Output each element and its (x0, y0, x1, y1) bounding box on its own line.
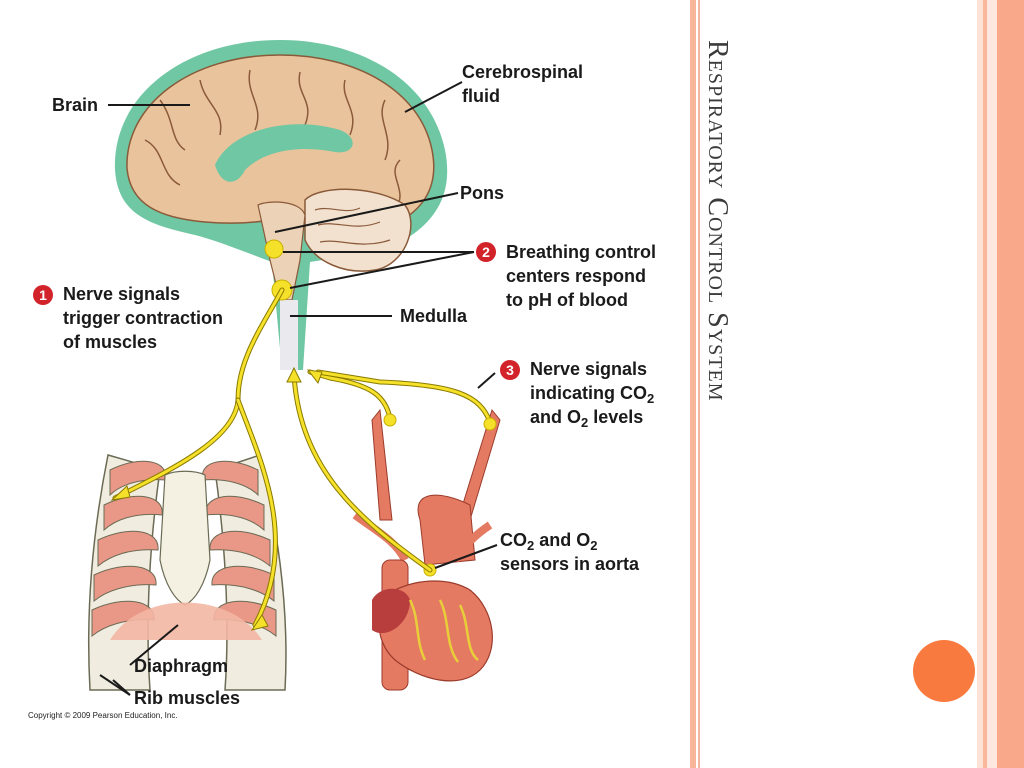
diaphragm-label: Diaphragm (134, 656, 229, 676)
nerve-pathways (110, 287, 497, 631)
step-1-badge: 1 (33, 285, 53, 305)
step-3-badge: 3 (500, 360, 520, 380)
pons-center (264, 239, 284, 259)
chemoreceptor-left (383, 413, 397, 427)
ventricle (215, 124, 353, 182)
leader-lines (99, 81, 498, 696)
rib-muscles-label: Rib muscles (134, 688, 241, 708)
arrowhead-ribs-upper (110, 485, 131, 501)
cerebellum (304, 188, 412, 272)
diaphragm-shape (110, 602, 262, 640)
decorative-circle (913, 640, 975, 702)
sternum (159, 470, 211, 606)
step-3-text: Nerve signals indicating CO2 and O2 leve… (530, 359, 655, 430)
copyright-notice: Copyright © 2009 Pearson Education, Inc. (28, 711, 178, 720)
arrowhead-medulla-2 (306, 369, 323, 385)
medulla-label: Medulla (400, 306, 468, 326)
slide-title: Respiratory Control System (702, 40, 743, 440)
pons-label: Pons (460, 183, 505, 203)
slide-title-text: Respiratory Control System (702, 40, 733, 402)
heart-illustration (352, 408, 501, 691)
arrowhead-ribs-lower (250, 614, 269, 631)
rib-cage-illustration (87, 454, 287, 691)
brain-label: Brain (52, 95, 99, 115)
decorative-side-stripes (690, 0, 1024, 768)
spinal-cord (280, 300, 298, 370)
brain-illustration (114, 40, 448, 370)
step-2-badge: 2 (476, 242, 496, 262)
chemoreceptor-right (483, 417, 497, 431)
aorta-sensor-label: CO2 and O2 sensors in aorta (500, 530, 640, 574)
arrowhead-medulla-1 (286, 366, 302, 383)
